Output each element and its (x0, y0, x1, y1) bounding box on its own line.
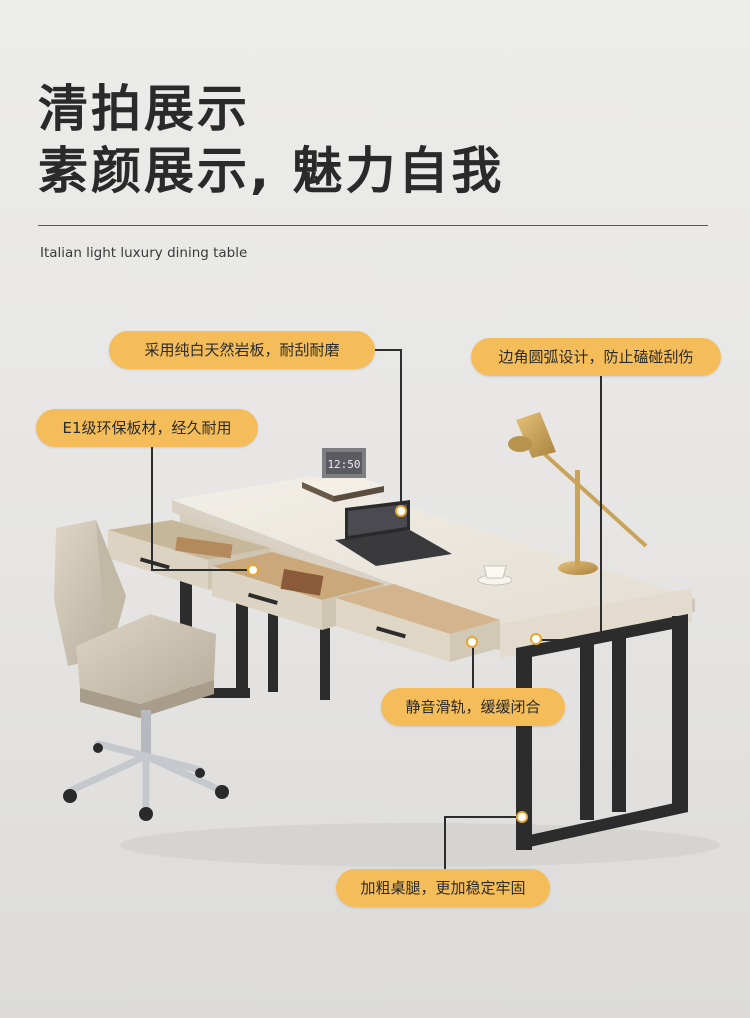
desk-front-legs (516, 614, 688, 850)
callout-rounded-edges: 边角圆弧设计，防止磕碰刮伤 (471, 338, 721, 376)
desk-lamp (508, 412, 648, 575)
books-stack (302, 474, 384, 502)
desk-clock: 12:50 (322, 448, 366, 478)
headline-line-2: 素颜展示, 魅力自我 (38, 142, 505, 200)
coffee-cup (477, 565, 513, 586)
marker-board-material (247, 564, 259, 576)
marker-thick-legs (516, 811, 528, 823)
leader-rounded-edges (600, 376, 602, 641)
laptop (335, 500, 452, 566)
leader-board-material (151, 446, 153, 571)
callout-thick-legs: 加粗桌腿，更加稳定牢固 (336, 869, 550, 907)
callout-board-material: E1级环保板材，经久耐用 (36, 409, 258, 447)
clock-time: 12:50 (327, 458, 360, 471)
floor-shadow (120, 823, 720, 867)
marker-silent-slides (466, 636, 478, 648)
marker-rock-slab (395, 505, 407, 517)
leader-thick-legs (444, 816, 446, 872)
header-divider (38, 225, 708, 226)
marker-rounded-edges (530, 633, 542, 645)
callout-silent-slides: 静音滑轨，缓缓闭合 (381, 688, 565, 726)
leader-thick-legs-h (444, 816, 524, 818)
subtitle: Italian light luxury dining table (40, 245, 248, 261)
leader-silent-slides (472, 645, 474, 689)
leader-rock-slab (370, 349, 402, 351)
callout-rock-slab: 采用纯白天然岩板，耐刮耐磨 (109, 331, 375, 369)
headline-line-1: 清拍展示 (38, 80, 250, 138)
leader-rock-slab-v (400, 349, 402, 509)
leader-rounded-edges-h (536, 639, 602, 641)
leader-board-material-h (151, 569, 255, 571)
office-chair (54, 520, 229, 821)
